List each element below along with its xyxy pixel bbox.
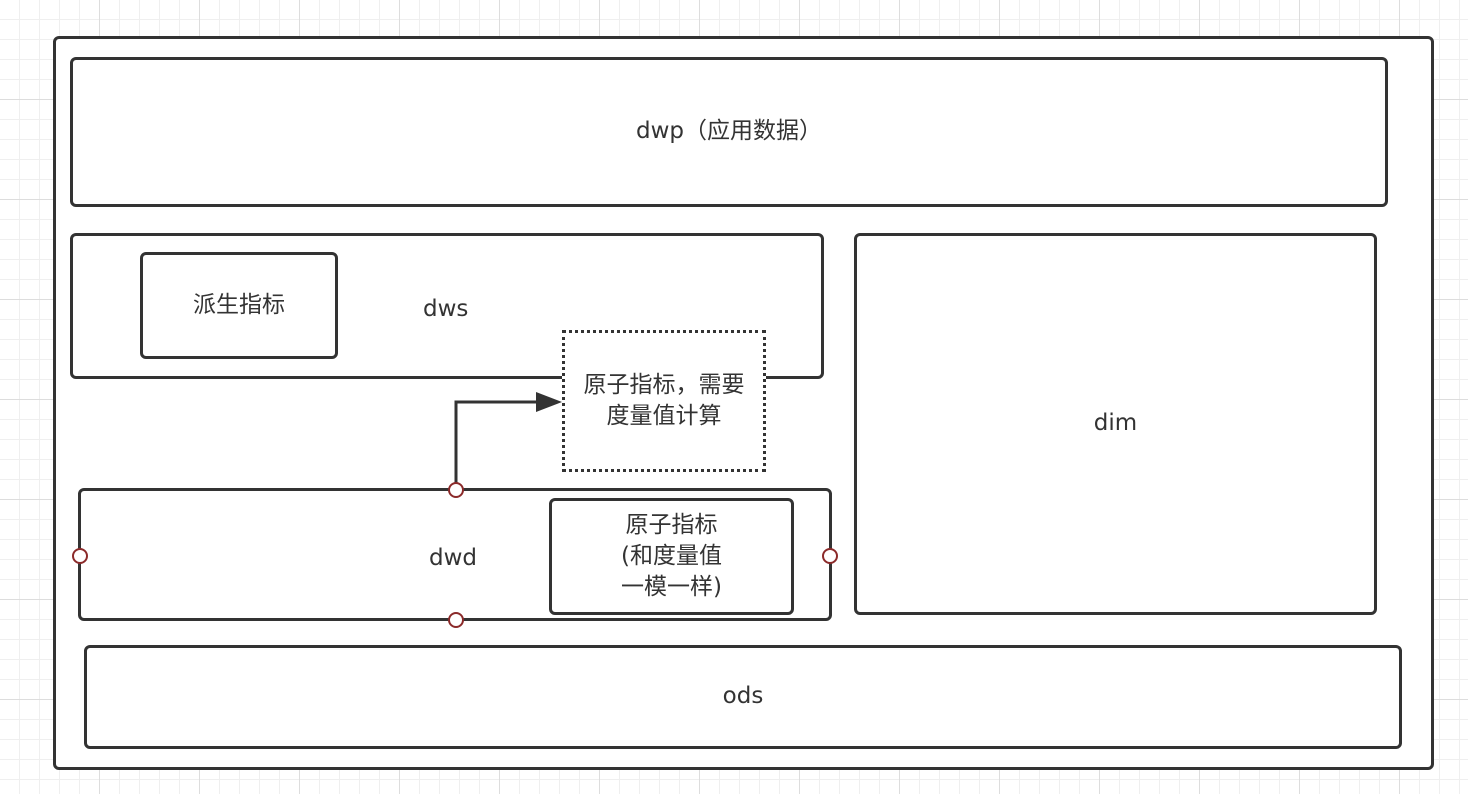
node-atomic-metric-calc[interactable]: 原子指标，需要度量值计算: [562, 330, 766, 472]
layer-dim[interactable]: dim: [854, 233, 1377, 615]
node-atomic-metric-same-label: 原子指标 (和度量值 一模一样): [621, 511, 722, 601]
layer-dwd-label: dwd: [429, 545, 478, 571]
layer-dws-label: dws: [423, 296, 469, 322]
layer-ods[interactable]: ods: [84, 645, 1402, 749]
layer-dim-label: dim: [1093, 410, 1138, 437]
layer-ods-label: ods: [722, 683, 764, 710]
node-derived-metric-label: 派生指标: [193, 291, 285, 318]
node-derived-metric[interactable]: 派生指标: [140, 252, 338, 359]
layer-dwp-label: dwp（应用数据）: [635, 118, 822, 145]
layer-dwp[interactable]: dwp（应用数据）: [70, 57, 1388, 207]
node-atomic-metric-calc-label: 原子指标，需要度量值计算: [583, 371, 745, 429]
node-atomic-metric-same[interactable]: 原子指标 (和度量值 一模一样): [549, 498, 794, 615]
